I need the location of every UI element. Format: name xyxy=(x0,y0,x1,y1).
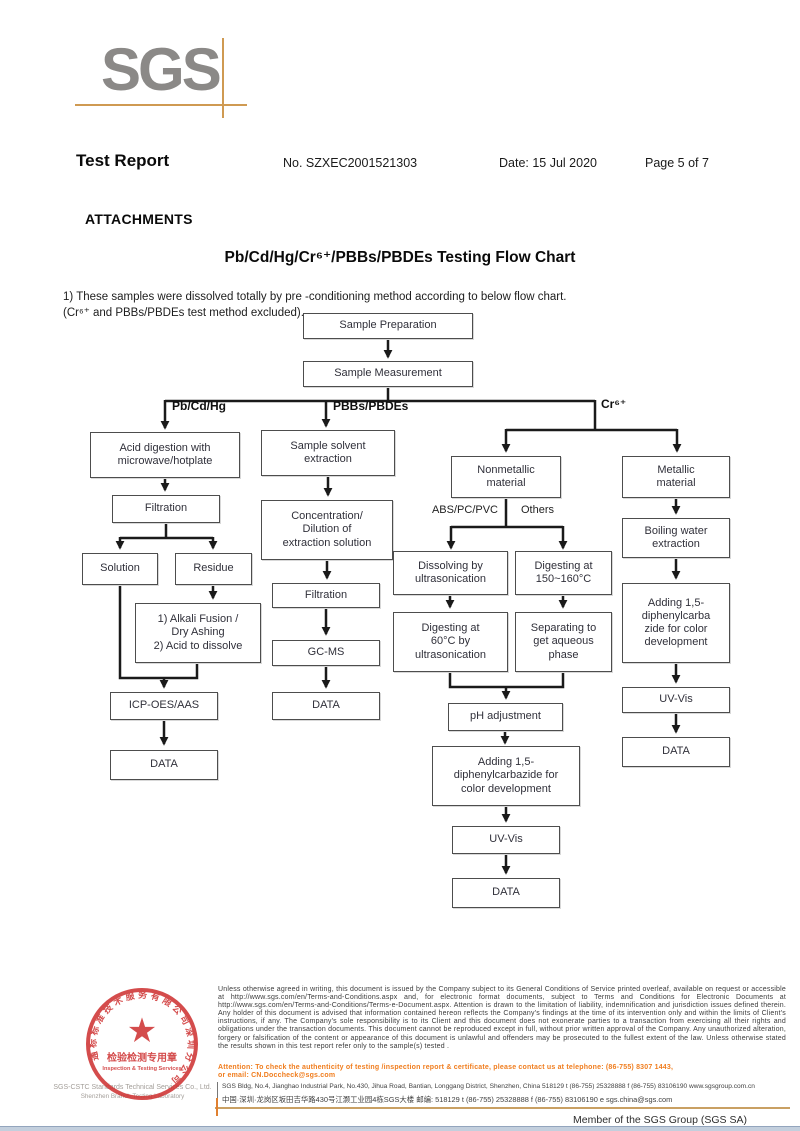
note-text: 1) These samples were dissolved totally … xyxy=(63,291,567,319)
flow-node-digesting-60: Digesting at 60°C by ultrasonication xyxy=(393,612,508,672)
flow-node-data-left: DATA xyxy=(110,750,218,780)
flow-node-sample-preparation: Sample Preparation xyxy=(303,313,473,339)
flow-node-ph-adjustment: pH adjustment xyxy=(448,703,563,731)
flow-node-uvvis-right: UV-Vis xyxy=(622,687,730,713)
flow-node-dissolving-ultrasonication: Dissolving by ultrasonication xyxy=(393,551,508,595)
flow-node-concentration-dilution: Concentration/ Dilution of extraction so… xyxy=(261,500,393,560)
registration-mark xyxy=(216,1098,218,1116)
report-number: No. SZXEC2001521303 xyxy=(283,156,418,170)
attachments-heading: ATTACHMENTS xyxy=(85,211,193,227)
flow-node-icp-oes-aas: ICP-OES/AAS xyxy=(110,692,218,720)
flow-node-solution: Solution xyxy=(82,553,158,585)
flow-node-data-mid: DATA xyxy=(272,692,380,720)
flow-node-acid-digestion: Acid digestion with microwave/hotplate xyxy=(90,432,240,478)
flow-node-boiling-water-extraction: Boiling water extraction xyxy=(622,518,730,558)
branch-label-abs-pc-pvc: ABS/PC/PVC xyxy=(431,504,498,516)
company-line1: SGS-CSTC Standards Technical Services Co… xyxy=(53,1084,212,1091)
stamp-center-line1: 检验检测专用章 xyxy=(107,1051,177,1064)
bottom-bar xyxy=(0,1126,800,1131)
flow-chart-title: Pb/Cd/Hg/Cr⁶⁺/PBBs/PBDEs Testing Flow Ch… xyxy=(224,249,576,266)
footer-divider-line xyxy=(215,1107,790,1109)
stamp-ring xyxy=(86,988,198,1100)
branch-label-others: Others xyxy=(521,504,555,516)
flow-node-filtration-left: Filtration xyxy=(112,495,220,523)
flow-node-uvvis-center: UV-Vis xyxy=(452,826,560,854)
flow-node-data-right: DATA xyxy=(622,737,730,767)
flow-node-sample-solvent-extraction: Sample solvent extraction xyxy=(261,430,395,476)
page-indicator: Page 5 of 7 xyxy=(645,156,709,170)
flow-node-gcms: GC-MS xyxy=(272,640,380,666)
flow-node-metallic-material: Metallic material xyxy=(622,456,730,498)
inspection-stamp: 通标标准技术服务有限公司深圳分公司 ★ 检验检测专用章 Inspection &… xyxy=(86,988,198,1100)
branch-label-pbbs-pbdes: PBBs/PBDEs xyxy=(333,399,409,413)
flow-node-digesting-150: Digesting at 150~160°C xyxy=(515,551,612,595)
legal-disclaimer-text: Unless otherwise agreed in writing, this… xyxy=(218,986,786,1050)
flow-node-nonmetallic-material: Nonmetallic material xyxy=(451,456,561,498)
address-separator-line xyxy=(217,1082,218,1104)
member-text: Member of the SGS Group (SGS SA) xyxy=(573,1114,747,1126)
branch-label-pb-cd-hg: Pb/Cd/Hg xyxy=(172,399,226,413)
flow-node-adding-diphenylcarbazide-center: Adding 1,5- diphenylcarbazide for color … xyxy=(432,746,580,806)
stamp-star-icon: ★ xyxy=(127,1012,157,1050)
flow-node-adding-diphenylcarbazide-right: Adding 1,5- diphenylcarba zide for color… xyxy=(622,583,730,663)
attention-text: Attention: To check the authenticity of … xyxy=(218,1064,674,1080)
logo-horizontal-line xyxy=(75,104,247,106)
flow-node-residue: Residue xyxy=(175,553,252,585)
sgs-logo: SGS xyxy=(101,36,222,103)
flow-node-filtration-mid: Filtration xyxy=(272,583,380,608)
flow-node-sample-measurement: Sample Measurement xyxy=(303,361,473,387)
flow-node-data-center: DATA xyxy=(452,878,560,908)
page-title: Test Report xyxy=(76,151,170,170)
report-date: Date: 15 Jul 2020 xyxy=(499,156,597,170)
flow-node-separating-aqueous: Separating to get aqueous phase xyxy=(515,612,612,672)
branch-label-cr6: Cr⁶⁺ xyxy=(601,397,627,411)
logo-vertical-line xyxy=(222,38,224,118)
stamp-center-line2: Inspection & Testing Services xyxy=(102,1066,181,1072)
address-english: SGS Bldg, No.4, Jianghao Industrial Park… xyxy=(222,1083,755,1090)
address-chinese: 中国·深圳·龙岗区坂田吉华路430号江灏工业园4栋SGS大楼 邮编: 51812… xyxy=(222,1095,673,1104)
flow-node-alkali-fusion: 1) Alkali Fusion / Dry Ashing 2) Acid to… xyxy=(135,603,261,663)
